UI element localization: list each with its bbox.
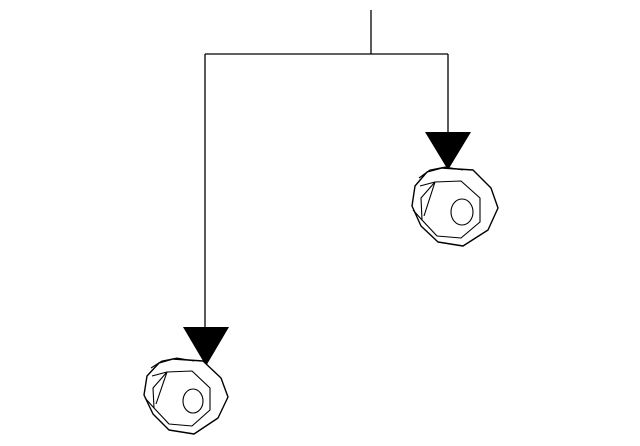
arrowhead-left xyxy=(183,327,229,366)
hex-nut-icon xyxy=(143,357,229,435)
callout-leader xyxy=(204,10,449,328)
hex-nut-icon xyxy=(411,166,499,247)
arrowhead-right xyxy=(425,132,471,170)
